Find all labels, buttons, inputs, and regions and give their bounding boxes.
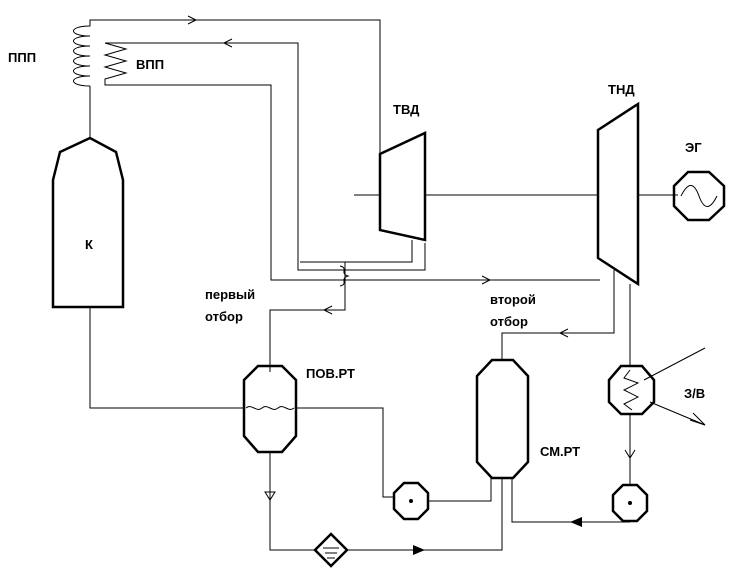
label-pov-rt: ПОВ.РТ (306, 366, 355, 381)
boiler (51, 136, 125, 309)
label-eg: ЭГ (685, 140, 702, 155)
feed-pump (570, 483, 649, 527)
label-vpp: ВПП (136, 57, 164, 72)
label-second-extraction-1: второй (490, 292, 536, 307)
label-ppp: ППП (8, 50, 36, 65)
primary-superheater-coil (73, 15, 381, 182)
surface-heater (242, 364, 395, 551)
condensate-pump (392, 478, 492, 521)
second-extraction-line (501, 270, 615, 360)
lp-turbine (596, 101, 678, 287)
label-k: К (85, 237, 93, 252)
label-tnd: ТНД (608, 82, 635, 97)
mixing-heater (425, 358, 630, 551)
boiler-feed-line (89, 307, 245, 409)
label-first-extraction-1: первый (205, 287, 255, 302)
filter (313, 532, 425, 568)
first-extraction-line (269, 262, 350, 372)
label-first-extraction-2: отбор (205, 309, 243, 324)
label-tvd: ТВД (393, 102, 420, 117)
label-sm-rt: СМ.РТ (540, 444, 580, 459)
label-second-extraction-2: отбор (490, 314, 528, 329)
label-z-v: З/В (684, 386, 705, 401)
reheater-coil (103, 38, 600, 285)
condenser (607, 347, 706, 485)
generator (672, 170, 726, 222)
hp-turbine (300, 131, 598, 263)
